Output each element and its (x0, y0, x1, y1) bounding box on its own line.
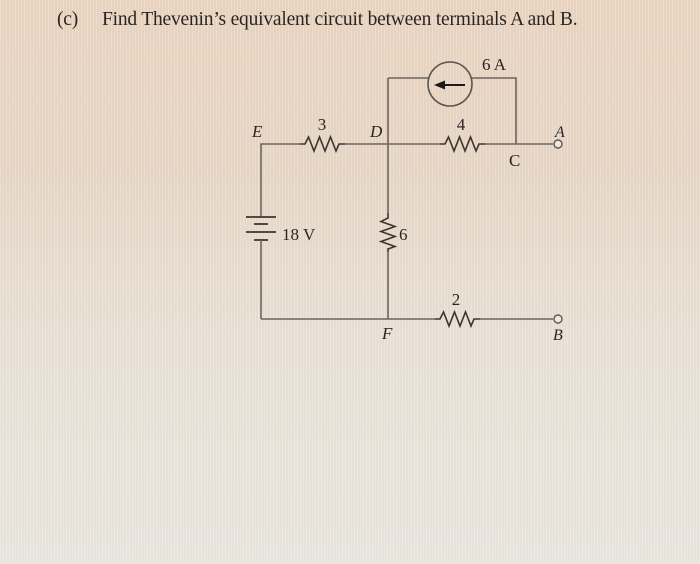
voltage-source-label: 18 V (282, 225, 316, 244)
node-D-label: D (369, 122, 383, 141)
terminal-A[interactable]: A (553, 124, 565, 149)
terminal-B[interactable]: B (553, 314, 563, 344)
resistor-6-label: 6 (399, 225, 408, 244)
resistor-2-ohm: 2 (435, 290, 480, 329)
node-C-label: C (509, 151, 520, 170)
voltage-source-18V: 18 V (246, 182, 316, 319)
question-part-label: (c) (57, 9, 79, 30)
resistor-4-ohm: 4 (440, 115, 485, 154)
resistor-6-ohm: 6 (378, 213, 408, 252)
current-source-6A: 6 A (427, 55, 507, 107)
node-F-label: F (381, 324, 393, 343)
question-text: Find Thevenin’s equivalent circuit betwe… (102, 9, 578, 30)
arrow-left-icon (434, 80, 445, 90)
resistor-4-label: 4 (457, 115, 466, 134)
resistor-2-label: 2 (452, 290, 461, 309)
current-source-circle (427, 61, 473, 107)
resistor-3-label: 3 (318, 115, 327, 134)
wire-current-source-loop (388, 77, 517, 144)
question-heading: (c) Find Thevenin’s equivalent circuit be… (57, 9, 578, 31)
node-E-label: E (251, 122, 263, 141)
wire-top-left (260, 143, 553, 182)
current-source-label: 6 A (482, 55, 507, 74)
terminal-A-label: A (554, 124, 565, 141)
terminal-B-label: B (553, 327, 563, 344)
resistor-3-ohm: 3 (300, 115, 345, 154)
